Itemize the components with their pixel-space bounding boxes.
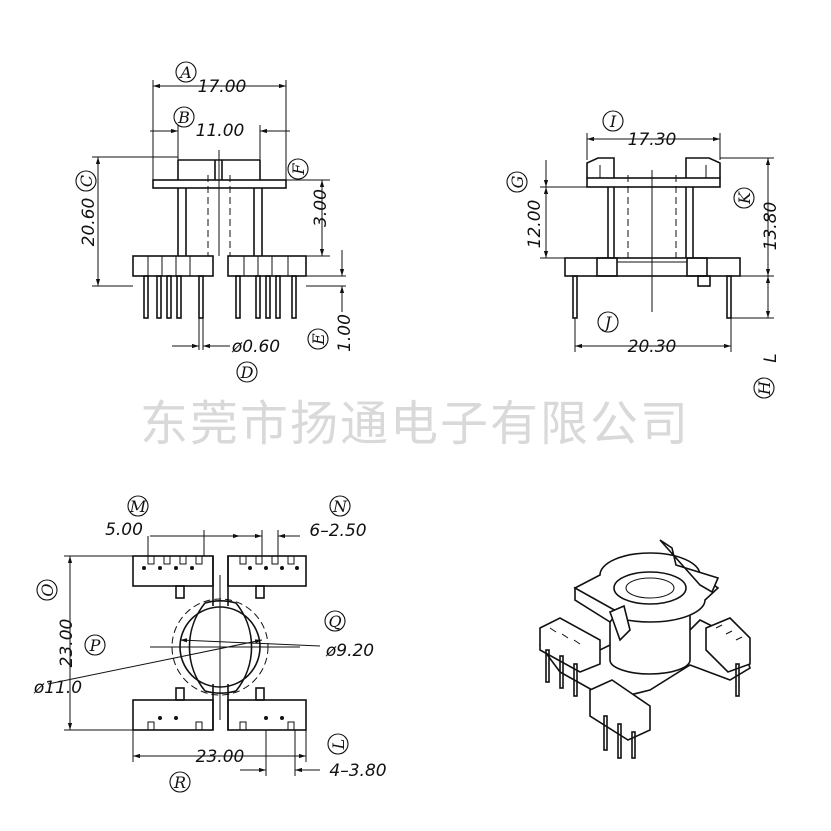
label-M: M (129, 497, 147, 516)
dim-I: 17.30 (628, 130, 677, 150)
dim-L: L (761, 353, 781, 362)
side-pin-right (726, 275, 732, 319)
label-K: K (735, 191, 754, 205)
front-pins (143, 275, 297, 319)
label-E: E (309, 333, 328, 346)
label-B: B (177, 108, 190, 127)
front-base-left (132, 255, 214, 277)
iso-pins (545, 649, 740, 759)
dim-B: 11.00 (196, 121, 245, 141)
label-H: H (755, 380, 774, 396)
watermark-text: 东莞市扬通电子有限公司 (140, 396, 690, 452)
label-J: J (602, 313, 613, 332)
label-N: N (332, 497, 348, 516)
side-base (564, 257, 741, 277)
dim-M: 5.00 (105, 520, 143, 540)
iso-right-hook (659, 539, 720, 594)
dim-A: 17.00 (198, 77, 247, 97)
dim-F: 3.00 (311, 189, 331, 227)
bottom-pin-dots (142, 566, 299, 720)
front-base-right (227, 255, 307, 277)
dim-N: 6–2.50 (309, 521, 366, 541)
iso-view (538, 539, 751, 759)
dim-C: 20.60 (79, 198, 99, 247)
dim-L2: 4–3.80 (329, 761, 386, 781)
bottom-bottom-left-block (132, 699, 214, 731)
label-P: P (89, 636, 101, 655)
label-A: A (178, 63, 192, 82)
iso-left-hook (608, 604, 631, 642)
iso-front-block (589, 679, 651, 741)
label-L2: L (329, 739, 348, 751)
label-C: C (77, 175, 96, 187)
label-O: O (38, 583, 57, 596)
label-I: I (609, 112, 617, 131)
side-top-flange (586, 177, 721, 188)
side-pin-left (572, 275, 578, 319)
iso-core-hole (613, 571, 687, 605)
side-view: I 17.30 G 12.00 K 13.80 L H J 20.30 (506, 110, 781, 399)
label-F: F (289, 163, 308, 176)
front-view: A 17.00 B 11.00 C 20.60 F 3.00 E 1.00 (75, 61, 355, 383)
dim-O: 23.00 (57, 619, 77, 668)
label-G: G (508, 175, 527, 188)
label-R: R (173, 773, 186, 792)
dim-G: 12.00 (525, 200, 545, 249)
dim-P: ø11.0 (33, 678, 82, 698)
dim-D: ø0.60 (231, 337, 280, 357)
iso-right-block (705, 617, 751, 673)
dim-J: 20.30 (628, 337, 677, 357)
bottom-view: M 5.00 N 6–2.50 O 23.00 P ø11.0 Q ø9.20 … (33, 495, 387, 793)
side-right-hook (685, 157, 721, 178)
label-Q: Q (328, 612, 341, 631)
bottom-top-left-block (132, 555, 214, 587)
dim-K: 13.80 (761, 202, 781, 251)
side-left-hook (586, 157, 615, 178)
dim-Q: ø9.20 (325, 641, 374, 661)
label-D: D (240, 363, 254, 382)
dim-E: 1.00 (335, 314, 355, 352)
dim-R: 23.00 (196, 747, 245, 767)
